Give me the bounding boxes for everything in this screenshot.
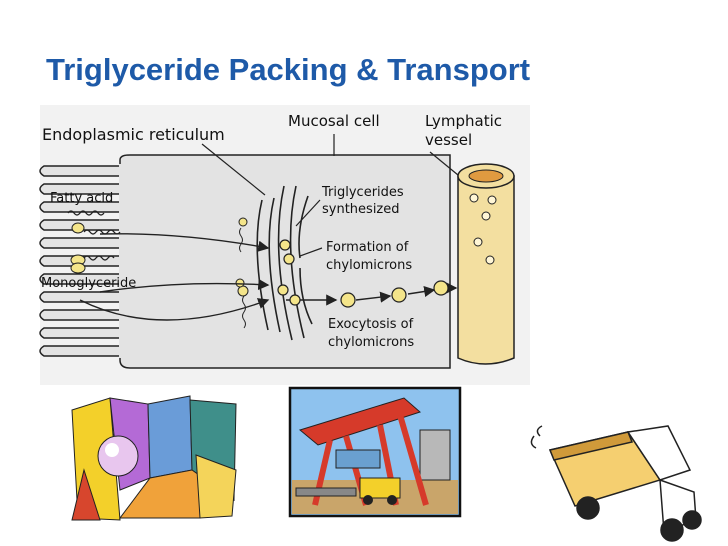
lymphatic-label-line1: Lymphatic bbox=[425, 112, 502, 130]
fatty-acid-label: Fatty acid bbox=[50, 191, 113, 206]
formation-pointer bbox=[299, 247, 323, 257]
mucosal-cell-label: Mucosal cell bbox=[288, 112, 380, 130]
er-label: Endoplasmic reticulum bbox=[42, 125, 225, 144]
formation-label-line2: chylomicrons bbox=[326, 258, 412, 273]
tg-label-line1: Triglycerides bbox=[321, 185, 404, 200]
slide-title: Triglyceride Packing & Transport bbox=[46, 52, 531, 87]
er-pointer bbox=[201, 143, 266, 196]
tg-pointer bbox=[295, 199, 321, 227]
fatty-acid-molecules bbox=[67, 210, 121, 261]
microvilli bbox=[39, 165, 122, 357]
lymphatic-pointer bbox=[429, 151, 459, 176]
exocytosis-label-line1: Exocytosis of bbox=[328, 317, 414, 332]
chylomicrons bbox=[277, 239, 449, 308]
lipid-droplets bbox=[70, 217, 249, 297]
lymphatic-label-line2: vessel bbox=[425, 131, 472, 149]
packing-clipart bbox=[68, 395, 238, 521]
tg-label-line2: synthesized bbox=[322, 202, 400, 217]
transport-arrows bbox=[79, 233, 458, 321]
endoplasmic-reticulum bbox=[256, 185, 313, 341]
formation-label-line1: Formation of bbox=[326, 240, 409, 255]
truck-clipart bbox=[530, 425, 702, 542]
lymphatic-vessel bbox=[457, 163, 515, 365]
crane-loading-clipart bbox=[288, 386, 462, 518]
exocytosis-label-line2: chylomicrons bbox=[328, 335, 414, 350]
monoglyceride-label: Monoglyceride bbox=[41, 276, 136, 291]
